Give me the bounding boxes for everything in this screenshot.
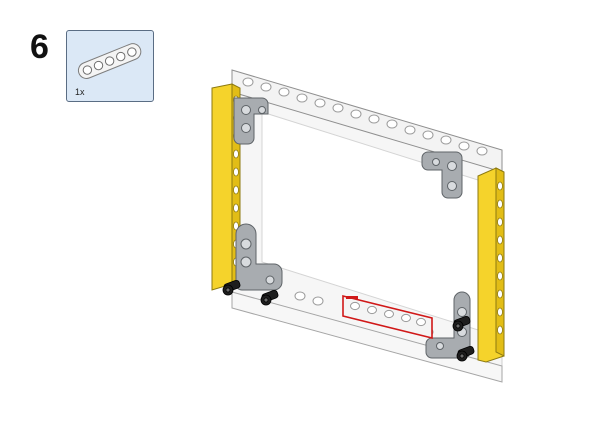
right-yellow-beam bbox=[477, 167, 505, 363]
grey-connector-top-right bbox=[421, 151, 463, 199]
technic-beam-icon bbox=[77, 43, 142, 79]
black-pins bbox=[222, 279, 475, 362]
grey-connector-top-left bbox=[233, 97, 269, 145]
part-quantity: 1x bbox=[75, 87, 85, 97]
grey-connector-bottom-left bbox=[235, 223, 283, 291]
parts-callout: 1x bbox=[66, 30, 154, 102]
new-beam-highlight bbox=[342, 294, 433, 340]
step-number: 6 bbox=[30, 28, 49, 66]
